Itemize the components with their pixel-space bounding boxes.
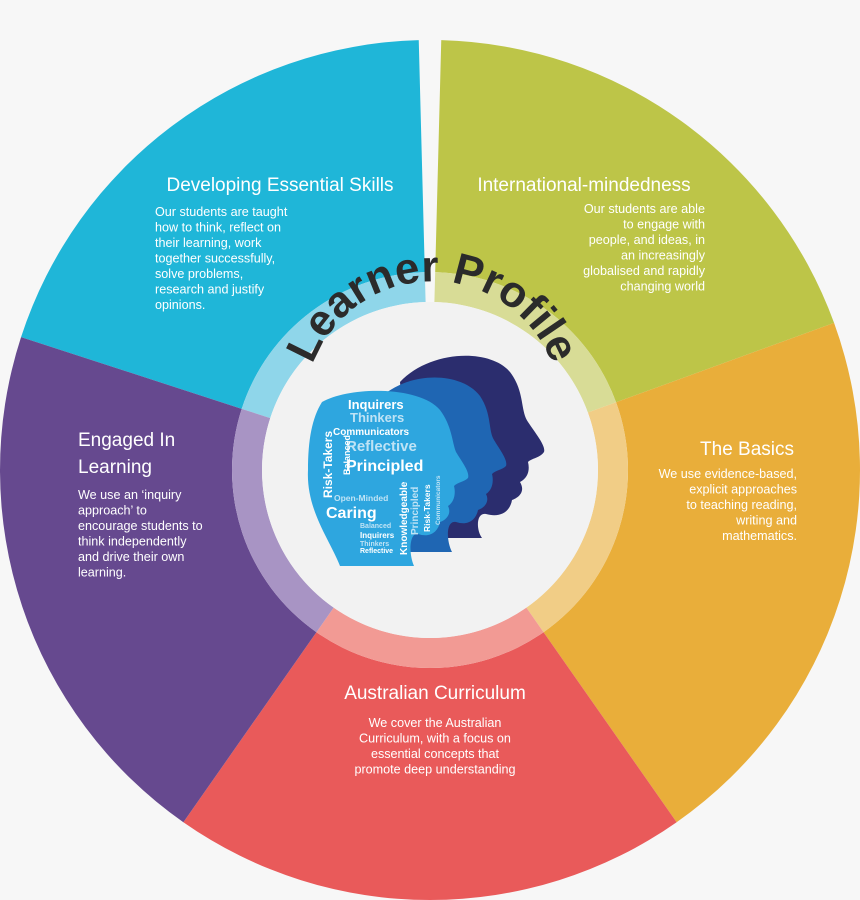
segment-international-mindedness-body-line: people, and ideas, in	[589, 233, 705, 247]
segment-the-basics-ring	[526, 402, 628, 633]
segment-australian-curriculum: Australian Curriculum We cover the Austra…	[183, 632, 677, 900]
segment-international-mindedness-ring	[434, 272, 617, 413]
segment-the-basics: The Basics We use evidence-based, explicit…	[543, 322, 860, 823]
segment-the-basics-body-line: We use evidence-based,	[659, 467, 797, 481]
word-cloud-word: Caring	[326, 505, 377, 522]
segment-the-basics-title: The Basics	[700, 439, 794, 460]
segment-essential-skills-title: Developing Essential Skills	[166, 175, 393, 196]
segment-the-basics-body-line: to teaching reading,	[686, 498, 797, 512]
segment-engaged-in-learning-title: Engaged In	[78, 430, 175, 451]
segment-engaged-in-learning-ring	[232, 408, 334, 633]
segment-engaged-in-learning-body-line: encourage students to	[78, 519, 203, 533]
word-cloud-word: Open-Minded	[334, 493, 388, 503]
segment-essential-skills-body-line: how to think, reflect on	[155, 221, 281, 235]
segment-australian-curriculum-body-line: promote deep understanding	[354, 763, 515, 777]
segment-essential-skills-body-line: their learning, work	[155, 236, 262, 250]
segment-engaged-in-learning-body-line: and drive their own	[78, 550, 184, 564]
word-cloud-word: Communicators	[333, 427, 410, 438]
segment-australian-curriculum-body-line: Curriculum, with a focus on	[359, 732, 511, 746]
segment-the-basics-wedge	[543, 322, 860, 823]
segment-international-mindedness-body-line: an increasingly	[621, 249, 706, 263]
segment-international-mindedness-body-line: changing world	[620, 280, 705, 294]
word-cloud-word: Risk-Takers	[422, 484, 432, 532]
segment-australian-curriculum-body-line: We cover the Australian	[369, 716, 502, 730]
segment-essential-skills-ring	[241, 272, 426, 419]
segment-essential-skills-body-line: research and justify	[155, 283, 265, 297]
inner-ring	[232, 272, 628, 669]
segment-essential-skills-body-line: opinions.	[155, 298, 205, 312]
segment-the-basics-body-line: writing and	[735, 514, 797, 528]
segment-engaged-in-learning: Engaged In Learning We use an ‘inquiry appr…	[0, 337, 317, 823]
word-cloud-word: Thinkers	[350, 410, 404, 425]
segment-engaged-in-learning-body-line: learning.	[78, 566, 126, 580]
segment-australian-curriculum-wedge	[183, 632, 677, 900]
word-cloud-word: Thinkers	[360, 541, 389, 548]
segment-international-mindedness-body-line: globalised and rapidly	[583, 264, 706, 278]
word-cloud: InquirersThinkersCommunicatorsReflective…	[321, 397, 442, 555]
word-cloud-word: Risk-Takers	[321, 431, 335, 498]
segment-australian-curriculum-ring	[316, 607, 544, 669]
word-cloud-word: Reflective	[346, 438, 417, 455]
word-cloud-word: Communicators	[435, 475, 442, 525]
word-cloud-word: Principled	[410, 487, 421, 535]
segment-engaged-in-learning-body-line: We use an ‘inquiry	[78, 488, 182, 502]
segment-essential-skills-body-line: together successfully,	[155, 252, 275, 266]
segment-australian-curriculum-title: Australian Curriculum	[344, 683, 526, 704]
segment-essential-skills-body-line: Our students are taught	[155, 205, 288, 219]
head-silhouettes-icon	[307, 355, 545, 566]
head-light-icon	[307, 390, 469, 566]
segment-international-mindedness-body-line: to engage with	[623, 218, 705, 232]
word-cloud-word: Inquirers	[348, 397, 404, 412]
word-cloud-word: Inquirers	[360, 531, 395, 540]
word-cloud-word: Principled	[346, 458, 423, 475]
word-cloud-word: Balanced	[342, 435, 352, 475]
segment-engaged-in-learning-body-line: approach’ to	[78, 504, 147, 518]
segment-engaged-in-learning-body-line: think independently	[78, 535, 187, 549]
segment-engaged-in-learning-title: Learning	[78, 457, 152, 478]
segment-international-mindedness-wedge	[435, 40, 835, 403]
segment-australian-curriculum-body-line: essential concepts that	[371, 747, 500, 761]
segment-engaged-in-learning-wedge	[0, 337, 317, 823]
segment-the-basics-body-line: mathematics.	[722, 529, 797, 543]
word-cloud-word: Knowledgeable	[399, 481, 410, 555]
segment-essential-skills-body-line: solve problems,	[155, 267, 243, 281]
segment-international-mindedness-title: International-mindedness	[477, 175, 690, 196]
word-cloud-word: Reflective	[360, 548, 393, 555]
segment-the-basics-body-line: explicit approaches	[689, 483, 797, 497]
word-cloud-word: Balanced	[360, 523, 391, 530]
segment-essential-skills-wedge	[21, 40, 425, 409]
segment-international-mindedness-body-line: Our students are able	[584, 202, 705, 216]
